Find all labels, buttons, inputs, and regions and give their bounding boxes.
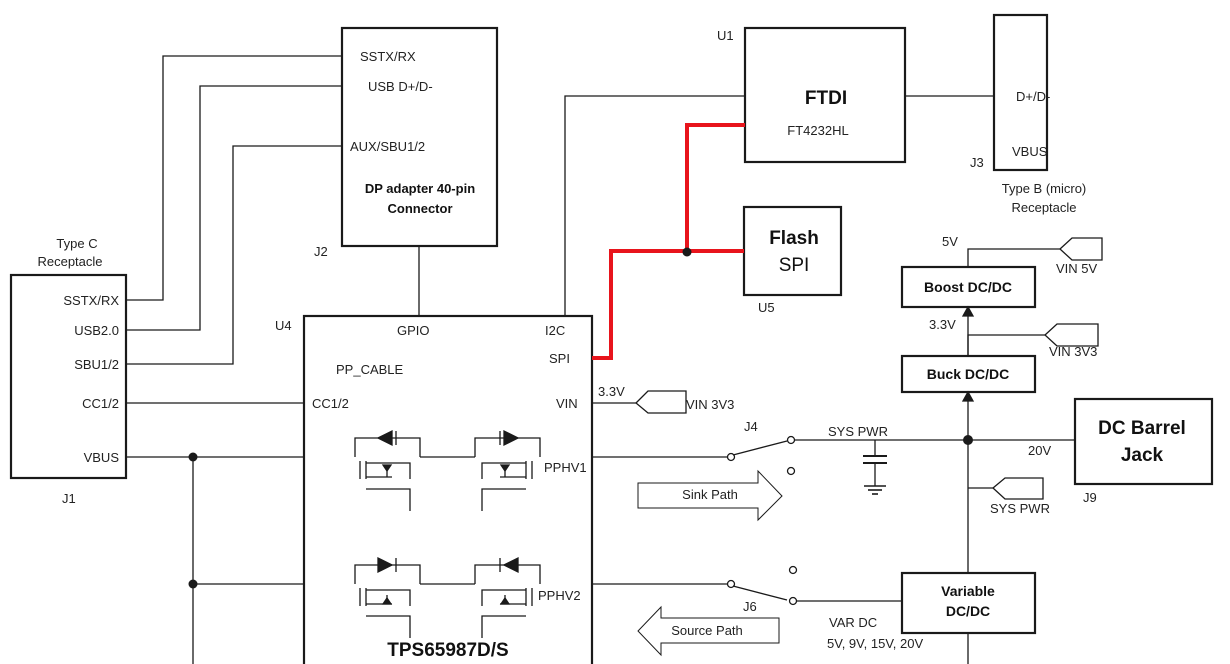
dp-pin-sstx: SSTX/RX bbox=[360, 49, 416, 64]
vin-5v-flag bbox=[1059, 237, 1103, 261]
ftdi-part: FT4232HL bbox=[787, 123, 848, 138]
flash-title: Flash bbox=[769, 228, 819, 249]
type-c-subtitle: Receptacle bbox=[37, 254, 102, 269]
typeb-pin-vbus: VBUS bbox=[1012, 144, 1048, 159]
var-dc-list: 5V, 9V, 15V, 20V bbox=[827, 636, 923, 651]
dp-pin-aux: AUX/SBU1/2 bbox=[350, 139, 425, 154]
sys-pwr-label: SYS PWR bbox=[828, 424, 888, 439]
typeb-pin-d: D+/D- bbox=[1016, 89, 1050, 104]
pd-cc: CC1/2 bbox=[312, 396, 349, 411]
flash-sub: SPI bbox=[779, 255, 810, 276]
type-c-box bbox=[9, 273, 128, 480]
type-c-title: Type C bbox=[56, 236, 97, 251]
ref-u5: U5 bbox=[758, 300, 775, 315]
pd-controller-box bbox=[302, 314, 594, 664]
sink-path-label: Sink Path bbox=[682, 487, 738, 502]
var-dc-label: VAR DC bbox=[829, 615, 877, 630]
fet-1 bbox=[354, 429, 421, 511]
ref-j1: J1 bbox=[62, 491, 76, 506]
switch-j6 bbox=[732, 585, 788, 601]
barrel-subtitle: Jack bbox=[1121, 445, 1164, 466]
vin-3v3-flag-2 bbox=[1044, 323, 1099, 347]
net-20v: 20V bbox=[1028, 443, 1051, 458]
pd-pphv2: PPHV2 bbox=[538, 588, 581, 603]
pin-vbus: VBUS bbox=[84, 450, 120, 465]
pd-spi: SPI bbox=[549, 351, 570, 366]
vin-3v3-voltage: 3.3V bbox=[598, 384, 625, 399]
ref-j2: J2 bbox=[314, 244, 328, 259]
buck-title: Buck DC/DC bbox=[927, 366, 1009, 382]
ftdi-title: FTDI bbox=[805, 88, 847, 109]
wire-usb bbox=[126, 85, 342, 331]
fet-2 bbox=[474, 429, 541, 511]
barrel-title: DC Barrel bbox=[1098, 418, 1186, 439]
typeb-title: Type B (micro) bbox=[1002, 181, 1087, 196]
vin-3v3-label: VIN 3V3 bbox=[686, 397, 734, 412]
ref-j6: J6 bbox=[743, 599, 757, 614]
type-b-box bbox=[992, 13, 1049, 172]
vin-3v3-flag bbox=[635, 390, 687, 414]
wire-sbu bbox=[126, 145, 342, 365]
net-5v: 5V bbox=[942, 234, 958, 249]
wire-sstx bbox=[126, 55, 342, 301]
sys-pwr-flag bbox=[992, 477, 1044, 500]
dp-pin-usb: USB D+/D- bbox=[368, 79, 433, 94]
net-3v3: 3.3V bbox=[929, 317, 956, 332]
source-path-arrow bbox=[637, 605, 780, 657]
pin-sstx: SSTX/RX bbox=[63, 293, 119, 308]
pin-cc: CC1/2 bbox=[82, 396, 119, 411]
sys-pwr-label-2: SYS PWR bbox=[990, 501, 1050, 516]
typeb-subtitle: Receptacle bbox=[1011, 200, 1076, 215]
pin-sbu: SBU1/2 bbox=[74, 357, 119, 372]
dp-subtitle: Connector bbox=[388, 201, 453, 216]
pd-name: TPS65987D/S bbox=[387, 640, 508, 661]
ftdi-box bbox=[743, 26, 907, 164]
ref-j3: J3 bbox=[970, 155, 984, 170]
ref-u1: U1 bbox=[717, 28, 734, 43]
pin-usb: USB2.0 bbox=[74, 323, 119, 338]
vin-3v3-label-2: VIN 3V3 bbox=[1049, 344, 1097, 359]
ref-j4: J4 bbox=[744, 419, 758, 434]
pd-ppcable: PP_CABLE bbox=[336, 362, 404, 377]
pd-vin: VIN bbox=[556, 396, 578, 411]
pd-gpio: GPIO bbox=[397, 323, 430, 338]
flash-box bbox=[742, 205, 843, 297]
wire-i2c bbox=[564, 95, 745, 316]
variable-title: Variable bbox=[941, 583, 995, 599]
dp-title: DP adapter 40-pin bbox=[365, 181, 475, 196]
ref-j9: J9 bbox=[1083, 490, 1097, 505]
sink-path-arrow bbox=[637, 469, 783, 522]
barrel-jack-box bbox=[1073, 397, 1214, 486]
fet-3 bbox=[354, 556, 421, 638]
pd-pphv1: PPHV1 bbox=[544, 460, 587, 475]
vin-5v-label: VIN 5V bbox=[1056, 261, 1098, 276]
spi-trace bbox=[592, 123, 745, 360]
pd-i2c: I2C bbox=[545, 323, 565, 338]
ref-u4: U4 bbox=[275, 318, 292, 333]
variable-subtitle: DC/DC bbox=[946, 603, 990, 619]
boost-title: Boost DC/DC bbox=[924, 279, 1012, 295]
switch-j4 bbox=[732, 440, 788, 456]
fet-4 bbox=[474, 556, 541, 638]
source-path-label: Source Path bbox=[671, 623, 743, 638]
